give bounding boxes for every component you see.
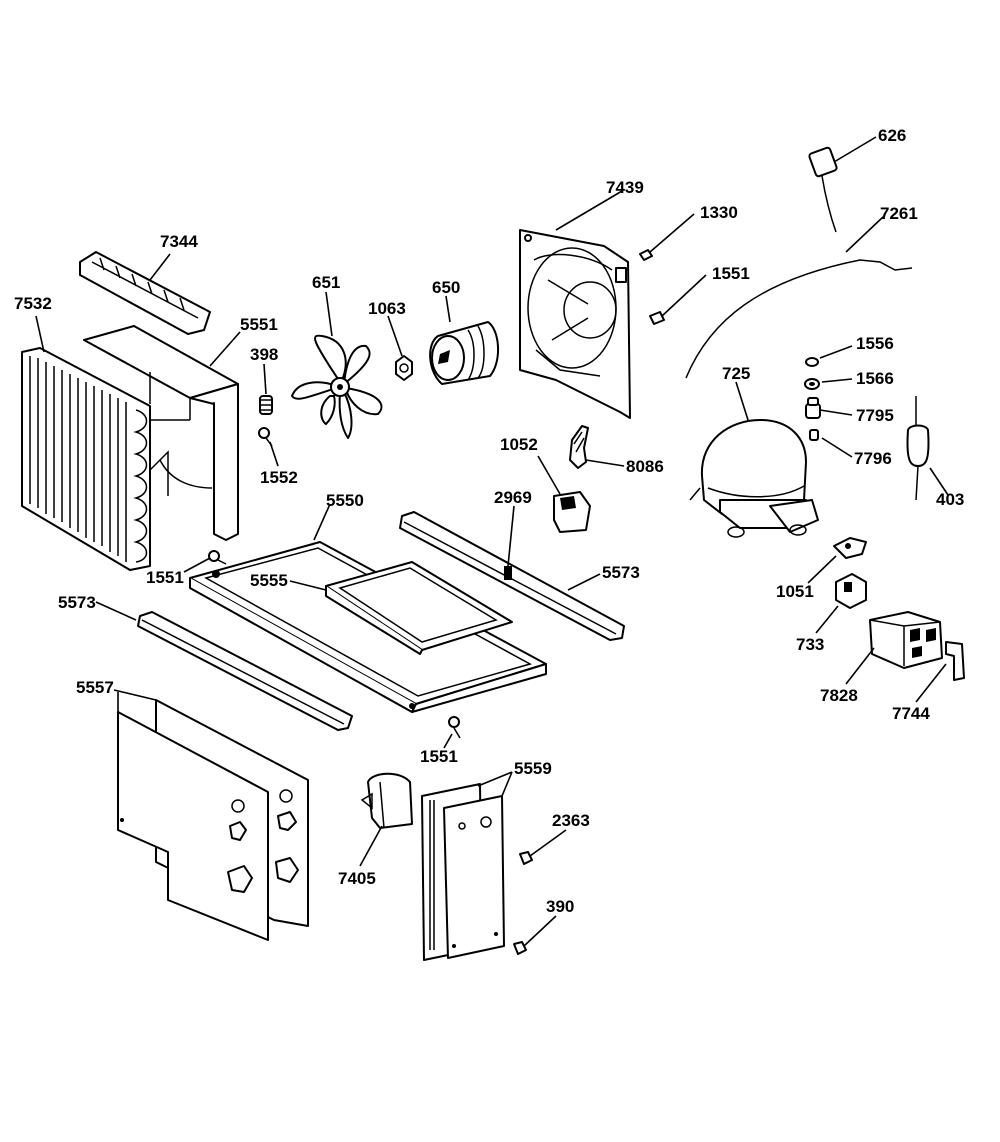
- part-label: 390: [546, 897, 574, 916]
- screw-part: [639, 249, 653, 261]
- nut-part: [395, 355, 413, 381]
- part-label: 1552: [260, 468, 298, 487]
- control-panel-part: [421, 783, 505, 961]
- screw-part: [519, 851, 533, 865]
- part-label: 7744: [892, 704, 930, 723]
- part-label: 1051: [776, 582, 814, 601]
- washer-part: [804, 378, 820, 390]
- screw-part: [208, 550, 227, 565]
- part-label: 7796: [854, 449, 892, 468]
- part-label: 403: [936, 490, 964, 509]
- part-label: 1566: [856, 369, 894, 388]
- part-label: 5573: [58, 593, 96, 612]
- part-label: 2969: [494, 488, 532, 507]
- clip-part: [809, 429, 819, 441]
- part-label: 1551: [420, 747, 458, 766]
- part-label: 651: [312, 273, 340, 292]
- fan-blade-part: [291, 334, 383, 439]
- fan-bracket-part: [519, 229, 631, 419]
- spring-part: [259, 395, 273, 415]
- leader-lines: [35, 136, 949, 947]
- part-label: 7261: [880, 204, 918, 223]
- relay-part: [553, 491, 591, 533]
- wiring-harness-part: [569, 425, 589, 469]
- bushing-part: [805, 397, 821, 419]
- part-label: 626: [878, 126, 906, 145]
- part-label: 1551: [712, 264, 750, 283]
- power-cord-plug-part: [808, 146, 838, 233]
- part-label: 2363: [552, 811, 590, 830]
- part-label: 7795: [856, 406, 894, 425]
- part-label: 8086: [626, 457, 664, 476]
- thermostat-part: [360, 772, 413, 829]
- part-label: 7344: [160, 232, 198, 251]
- condenser-shroud-part: [83, 325, 239, 541]
- side-rail-part: [399, 511, 625, 641]
- part-label: 7828: [820, 686, 858, 705]
- part-label: 733: [796, 635, 824, 654]
- part-label: 398: [250, 345, 278, 364]
- front-panel-part: [117, 699, 309, 941]
- part-label: 7439: [606, 178, 644, 197]
- screw-part: [448, 716, 461, 739]
- drier-part: [906, 396, 930, 501]
- part-label: 7405: [338, 869, 376, 888]
- part-labels: 626 7439 1330 7261 7344 1551 651 650 106…: [14, 126, 964, 916]
- capacitor-box-part: [869, 611, 943, 669]
- compressor-part: [689, 419, 819, 538]
- filter-rail-part: [79, 251, 211, 335]
- condenser-coil-part: [21, 347, 190, 571]
- terminal-part: [833, 537, 867, 559]
- part-label: 725: [722, 364, 750, 383]
- side-rail-part: [137, 611, 353, 731]
- part-label: 5550: [326, 491, 364, 510]
- tubing-part: [685, 259, 913, 379]
- bracket-clip-part: [945, 641, 965, 681]
- fan-motor-part: [429, 321, 500, 385]
- part-label: 1330: [700, 203, 738, 222]
- part-label: 5557: [76, 678, 114, 697]
- part-label: 650: [432, 278, 460, 297]
- screw-part: [649, 311, 665, 325]
- part-label: 1556: [856, 334, 894, 353]
- part-label: 7532: [14, 294, 52, 313]
- part-label: 5555: [250, 571, 288, 590]
- part-label: 5551: [240, 315, 278, 334]
- part-label: 5573: [602, 563, 640, 582]
- screw-part: [513, 941, 527, 955]
- part-label: 1551: [146, 568, 184, 587]
- washer-part: [805, 357, 819, 367]
- overload-part: [835, 573, 867, 609]
- part-label: 1063: [368, 299, 406, 318]
- part-label: 5559: [514, 759, 552, 778]
- inner-frame-part: [325, 561, 513, 655]
- part-label: 1052: [500, 435, 538, 454]
